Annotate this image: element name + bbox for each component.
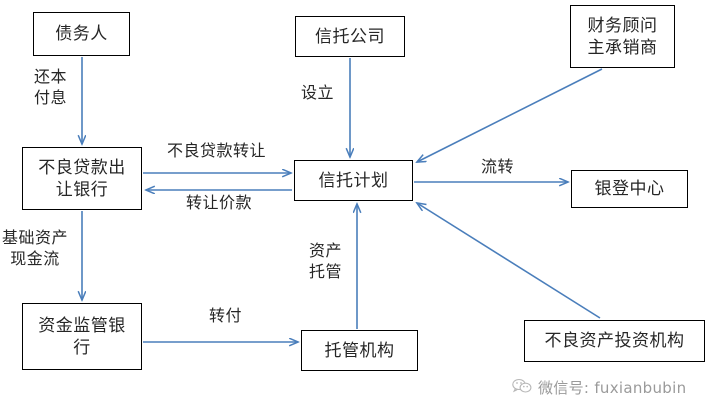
node-trust-company-label: 信托公司 [315,26,385,46]
node-debtor[interactable]: 债务人 [33,12,130,56]
edge-npa-investor-to-trust-plan [417,203,601,319]
node-trust-company[interactable]: 信托公司 [295,16,405,57]
watermark: 微信号: fuxianbubin [512,377,686,398]
node-registry-center-label: 银登中心 [594,179,665,199]
edge-label-asset-custody: 资产 托管 [309,243,343,281]
node-registry-center[interactable]: 银登中心 [571,170,688,208]
node-custodian-label: 托管机构 [324,340,395,360]
node-trust-plan-label: 信托计划 [318,170,389,190]
node-debtor-label: 债务人 [55,24,108,44]
edge-label-repayment: 还本 付息 [34,69,68,107]
node-custody-bank-label: 资金监管银 行 [38,315,126,357]
node-custody-bank[interactable]: 资金监管银 行 [22,303,142,370]
edge-label-loan-transfer: 不良贷款转让 [167,143,267,160]
node-financial-advisor-label: 财务顾问 主承销商 [587,15,658,57]
node-npa-investor[interactable]: 不良资产投资机构 [524,320,705,362]
node-npa-investor-label: 不良资产投资机构 [544,331,685,351]
wechat-icon [512,378,532,398]
edge-advisor-to-trust-plan [417,68,603,162]
node-seller-bank[interactable]: 不良贷款出 让银行 [22,147,142,210]
edge-label-circulation: 流转 [481,159,515,176]
edge-label-base-asset-cashflow: 基础资产 现金流 [2,230,69,268]
node-custodian[interactable]: 托管机构 [301,330,418,371]
node-seller-bank-label: 不良贷款出 让银行 [38,157,126,199]
edge-label-forward-payment: 转付 [209,308,243,325]
watermark-text: 微信号: fuxianbubin [538,379,687,397]
node-financial-advisor[interactable]: 财务顾问 主承销商 [570,5,675,68]
node-trust-plan[interactable]: 信托计划 [294,160,413,201]
edge-label-establish: 设立 [301,85,335,102]
edge-label-transfer-price: 转让价款 [186,195,253,212]
